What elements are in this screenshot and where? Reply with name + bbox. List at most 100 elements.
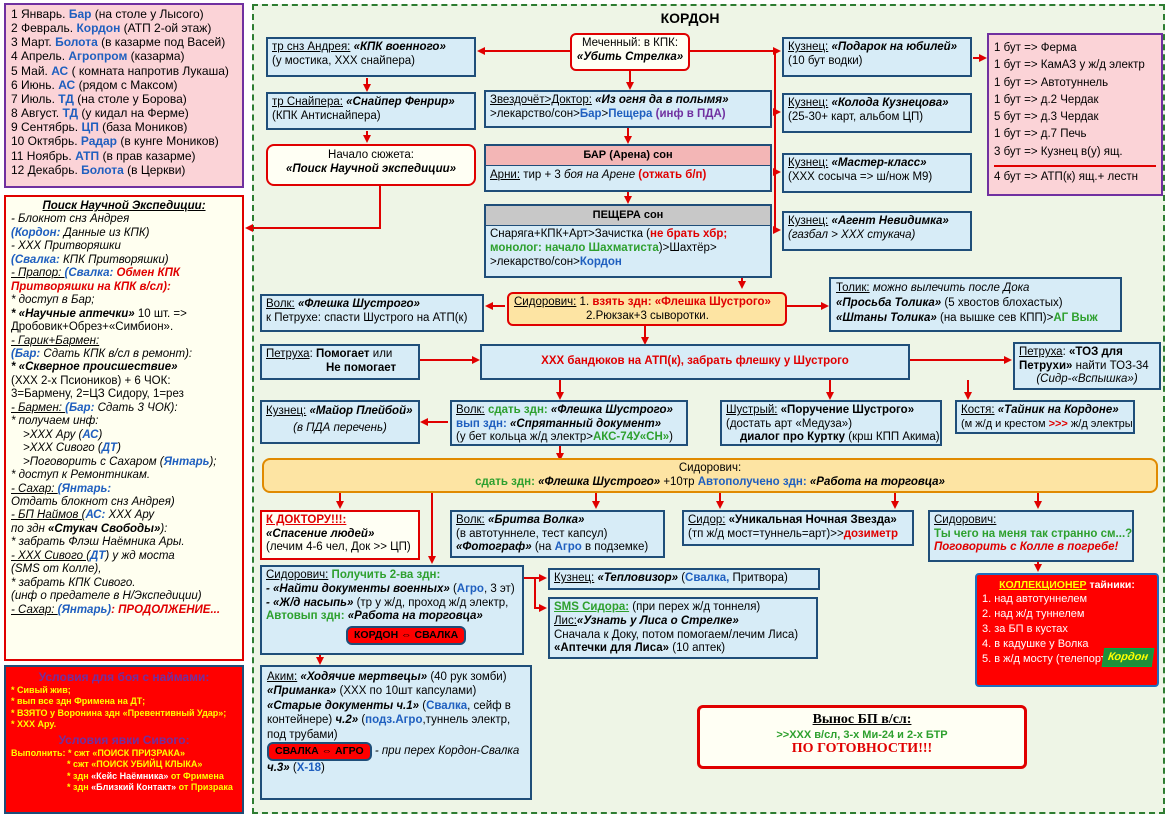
node-text: «Убить Стрелка» bbox=[576, 50, 684, 63]
node-text: ( bbox=[449, 582, 457, 595]
conditions-title: Условия для боя с наймами: bbox=[38, 670, 210, 684]
node-text: Сначала к Доку, потом помогаем/лечим Лис… bbox=[554, 628, 799, 641]
node-text: Свалка bbox=[426, 699, 468, 712]
search-line: (Кордон: Данные из КПК) bbox=[11, 226, 150, 239]
node-text: ч.3» bbox=[267, 762, 290, 774]
node-text: (в автотуннеле, тест капсул) bbox=[456, 527, 608, 540]
node-text: Шустрый: bbox=[726, 404, 778, 416]
node-text: SMS Сидора: bbox=[554, 601, 630, 613]
node-text: «Снайпер Фенрир» bbox=[342, 96, 455, 108]
node-to-doctor: К ДОКТОРУ!!!: «Спасение людей» (лечим 4-… bbox=[260, 510, 420, 560]
node-text: (при перех ж/д тоннеля) bbox=[629, 601, 761, 613]
search-title: Поиск Научной Экспедиции: bbox=[42, 200, 206, 212]
node-text: Меченный: в КПК: bbox=[581, 37, 679, 49]
search-line: * забрать КПК Сивого. bbox=[11, 576, 136, 589]
export-title: Вынос БП в/сл: bbox=[812, 712, 912, 727]
node-text: «Поручение Шустрого» bbox=[777, 404, 915, 416]
node-mechen: Меченный: в КПК: «Убить Стрелка» bbox=[570, 33, 690, 71]
node-text: Костя: bbox=[961, 404, 995, 416]
node-text: Сидорович: bbox=[678, 462, 742, 474]
node-petrukha-toz: Петруха: «ТОЗ для Петрухи» найти ТОЗ-34 … bbox=[1013, 342, 1161, 390]
node-text: Автовып здн: bbox=[266, 610, 345, 623]
node-text: ж/д электры) bbox=[1067, 417, 1135, 430]
node-text: (крш КПП Акима) bbox=[845, 431, 940, 444]
node-sniper: тр Снайпера: «Снайпер Фенрир» (КПК Антис… bbox=[266, 92, 476, 130]
node-text: монолог: начало Шахматиста bbox=[490, 241, 659, 254]
node-text: Петруха bbox=[266, 348, 310, 360]
search-line: - ХХХ Притворяшки bbox=[11, 240, 121, 253]
month-item: 2 Февраль. Кордон (АТП 2-ой этаж) bbox=[11, 21, 212, 36]
node-kostya: Костя: «Тайник на Кордоне» (м ж/д и крес… bbox=[955, 400, 1135, 434]
node-text: Сидорович: bbox=[266, 569, 329, 581]
node-text: «Поиск Научной экспедиции» bbox=[285, 162, 457, 175]
node-text: (на вышке сев КПП)> bbox=[936, 311, 1054, 324]
search-line: - Бармен: (Бар: Сдать 3 ЧОК): bbox=[11, 401, 178, 414]
node-text: дозиметр bbox=[843, 527, 899, 540]
conditions-box: Условия для боя с наймами: * Сивый жив; … bbox=[4, 665, 244, 814]
node-text: не брать хбр; bbox=[650, 227, 728, 240]
collector-item: 3. за БП в кустах bbox=[982, 622, 1068, 635]
node-text: контейнере) bbox=[267, 714, 333, 727]
node-text: > bbox=[601, 107, 609, 120]
node-text: Сидорович: bbox=[514, 296, 577, 308]
node-text: >лекарство/сон> bbox=[490, 107, 580, 120]
node-header: БАР (Арена) сон bbox=[486, 146, 770, 166]
conditions-title: Условия явки Сивого: bbox=[58, 733, 190, 747]
export-box: Вынос БП в/сл: >>ХХХ в/сл, 3-х Ми-24 и 2… bbox=[697, 705, 1027, 769]
node-text: (5 хвостов блохастых) bbox=[941, 296, 1063, 309]
search-line: (Бар: Сдать КПК в/сл в ремонт): bbox=[11, 347, 193, 360]
vodka-item: 1 бут => Автотуннель bbox=[994, 76, 1109, 89]
node-text: «ТОЗ для bbox=[1068, 346, 1123, 358]
node-text: - при перех Кордон-Свалка bbox=[371, 744, 520, 757]
node-text: «Мастер-класс» bbox=[828, 157, 927, 169]
node-text: Волк: bbox=[266, 298, 295, 310]
kordon-logo: Кордон bbox=[1101, 648, 1155, 667]
condition-line: * сжт «ПОИСК УБИЙЦ КЛЫКА» bbox=[67, 759, 203, 770]
node-akim: Аким: «Ходячие мертвецы» (40 рук зомби) … bbox=[260, 665, 532, 800]
node-text: «Фотограф» bbox=[456, 541, 532, 554]
node-text: «Агент Невидимка» bbox=[828, 215, 949, 227]
node-text: )>Шахтёр> bbox=[658, 241, 717, 254]
node-text: Кузнец: bbox=[266, 405, 307, 417]
node-text: «Работа на торговца» bbox=[806, 475, 945, 488]
month-item: 12 Декабрь. Болота (в Церкви) bbox=[11, 162, 186, 177]
node-text: (лечим 4-6 чел, Док >> ЦП) bbox=[266, 541, 411, 554]
collector-box: КОЛЛЕКЦИОНЕР тайники: 1. над автотуннеле… bbox=[975, 573, 1159, 687]
node-sms-sidor: SMS Сидора: (при перех ж/д тоннеля) Лис:… bbox=[548, 597, 818, 659]
search-line: по здн «Стукач Свободы»): bbox=[11, 522, 168, 535]
node-text: (у бет кольца ж/д электр> bbox=[456, 431, 593, 444]
node-text: - «Ж/д насыпь» bbox=[266, 596, 354, 609]
node-text: (тр у ж/д, проход ж/д электр, bbox=[353, 596, 509, 609]
node-text: ( bbox=[358, 714, 366, 727]
month-item: 1 Январь. Бар (на столе у Лысого) bbox=[11, 7, 204, 21]
search-line: >Поговорить с Сахаром (Янтарь); bbox=[23, 455, 217, 468]
month-item: 10 Октябрь. Радар (в кунге Моников) bbox=[11, 134, 219, 149]
node-text: «Старые документы ч.1» bbox=[267, 699, 420, 712]
search-line: - Сахар: (Янтарь): ПРОДОЛЖЕНИЕ... bbox=[11, 603, 221, 616]
node-text: ) bbox=[669, 431, 674, 444]
search-line: Притворяшки на КПК в/сл): bbox=[11, 280, 171, 293]
node-text: «Спасение людей» bbox=[266, 527, 375, 540]
node-text: Снаряга+КПК+Арт>Зачистка ( bbox=[490, 227, 651, 240]
node-cave: ПЕЩЕРА сон Снаряга+КПК+Арт>Зачистка (не … bbox=[484, 204, 772, 278]
node-text: «Подарок на юбилей» bbox=[828, 41, 958, 53]
node-text: тр Снайпера: bbox=[272, 96, 343, 108]
search-line: Дробовик+Обрез+«Симбион». bbox=[11, 321, 174, 334]
node-smith-agent: Кузнец: «Агент Невидимка» (газбал > ХХХ … bbox=[782, 211, 972, 251]
vodka-item: 5 бут => д.3 Чердак bbox=[994, 111, 1099, 123]
node-text: Аким: bbox=[267, 671, 298, 683]
node-text: 1. bbox=[576, 296, 593, 308]
node-text: (10 бут водки) bbox=[788, 54, 863, 67]
node-text: (Сидр-«Вспышка») bbox=[1036, 373, 1138, 386]
search-line: (Свалка: КПК Притворяшки) bbox=[11, 253, 169, 266]
node-text: Х-18 bbox=[296, 762, 322, 774]
node-text: Кордон bbox=[579, 255, 622, 268]
node-text: Пещера bbox=[608, 107, 653, 120]
node-text: АГ Выж bbox=[1053, 311, 1098, 324]
collector-item: 4. в кадушке у Волка bbox=[982, 637, 1089, 650]
node-text: Кузнец: bbox=[788, 97, 829, 109]
node-smith-deck: Кузнец: «Колода Кузнецова» (25-30+ карт,… bbox=[782, 93, 972, 133]
node-text: АКС-74У«СН» bbox=[592, 431, 670, 444]
